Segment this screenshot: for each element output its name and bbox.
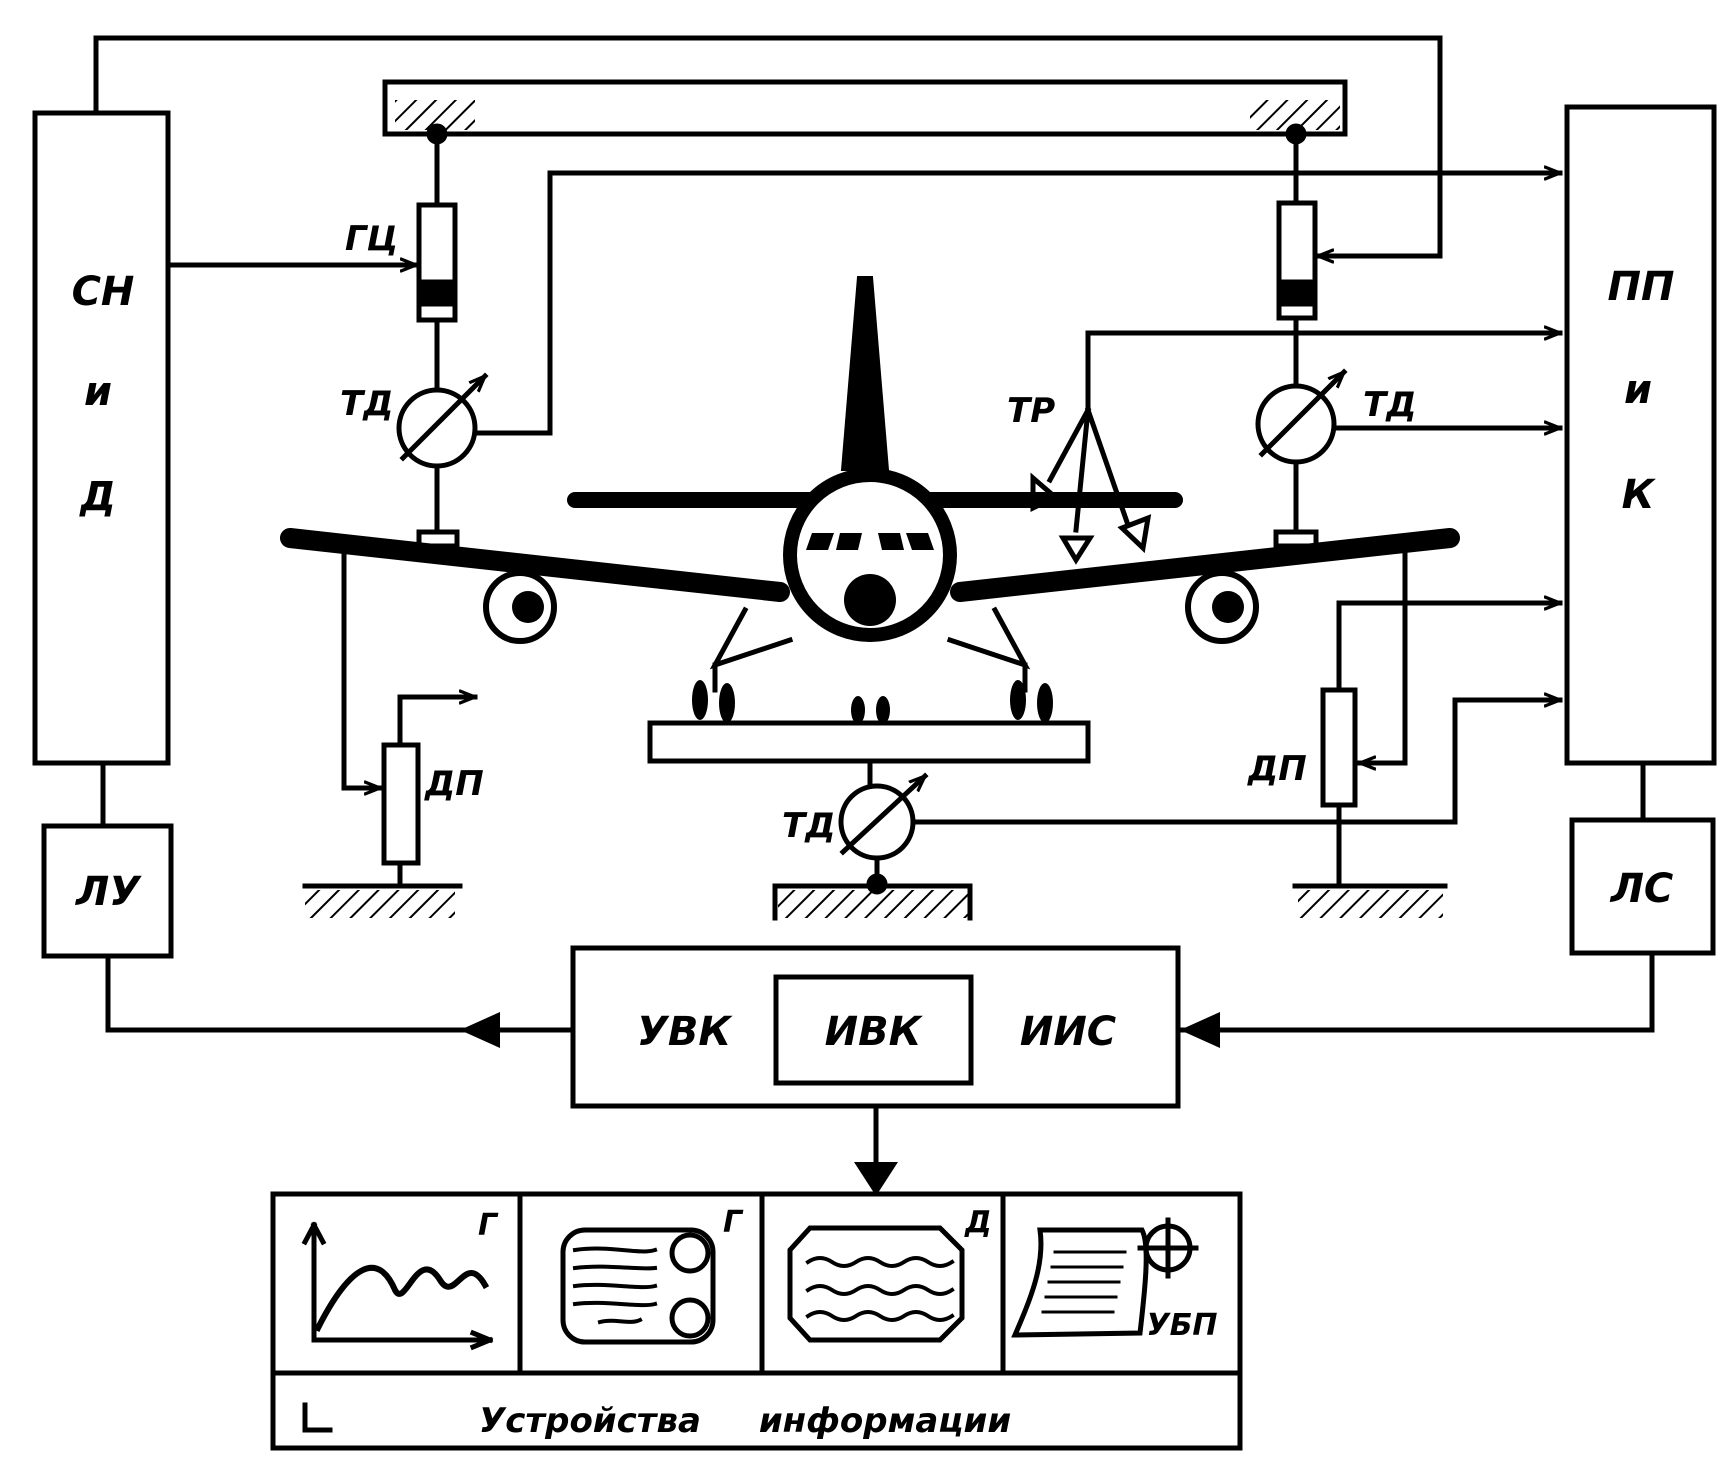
lu-label: ЛУ [75, 869, 142, 915]
wire-computer-to-lu [105, 953, 576, 1033]
ceiling-beam [382, 79, 1348, 145]
strain-gauge-3 [1117, 514, 1152, 554]
right-rack-label-3: К [1622, 472, 1657, 518]
left-rack-snd [32, 110, 171, 766]
td-left-label: ТД [340, 384, 393, 424]
device-g2-label: Г [723, 1205, 744, 1240]
display-icon [787, 1225, 965, 1343]
force-sensor-left [396, 387, 478, 469]
wire-td-bottom-to-ppk [910, 700, 1563, 825]
left-rack-label-3: Д [78, 474, 116, 520]
right-rack-label-2: и [1624, 367, 1652, 413]
ivk-box [773, 974, 974, 1086]
left-rack-label-2: и [84, 369, 112, 415]
platform [647, 720, 1091, 764]
wire-ls-to-computer [1175, 950, 1655, 1033]
ls-label: ЛС [1610, 866, 1674, 912]
strain-gauge-2 [1058, 535, 1095, 565]
gts-label: ГЦ [345, 219, 398, 259]
wire-td-left-to-ppk [472, 173, 1563, 436]
td-bottom-label: ТД [782, 806, 835, 846]
tape-recorder-icon [560, 1227, 716, 1345]
caption-word-2: информации [759, 1401, 1011, 1441]
device-ubp-label: УБП [1146, 1308, 1217, 1343]
printer-icon [1011, 1217, 1199, 1338]
force-sensor-right [1255, 383, 1337, 465]
airplane [280, 276, 1460, 724]
wire-tr-to-ppk [1085, 333, 1563, 413]
td-right-label: ТД [1363, 385, 1416, 425]
iis-label: ИИС [1020, 1009, 1116, 1055]
lu-box [41, 823, 174, 959]
graph-plotter-icon [301, 1221, 494, 1351]
dp-right-label: ДП [1247, 749, 1307, 789]
device-d-label: Д [964, 1205, 992, 1240]
uvk-label: УВК [637, 1009, 733, 1055]
caption-word-1: Устройства [479, 1401, 701, 1441]
ivk-label: ИВК [825, 1009, 924, 1055]
right-rack-ppk [1564, 104, 1717, 766]
displacement-sensor-left [381, 742, 421, 866]
tr-label: ТР [1007, 391, 1055, 431]
right-rack-label-1: ПП [1608, 264, 1675, 310]
left-rack-label-1: СН [72, 269, 135, 315]
device-g1-label: Г [478, 1208, 499, 1243]
caption-mark-icon [302, 1402, 333, 1433]
displacement-sensor-right [1320, 687, 1358, 808]
dp-left-label: ДП [424, 764, 484, 804]
wire-top-loop [93, 35, 1443, 256]
